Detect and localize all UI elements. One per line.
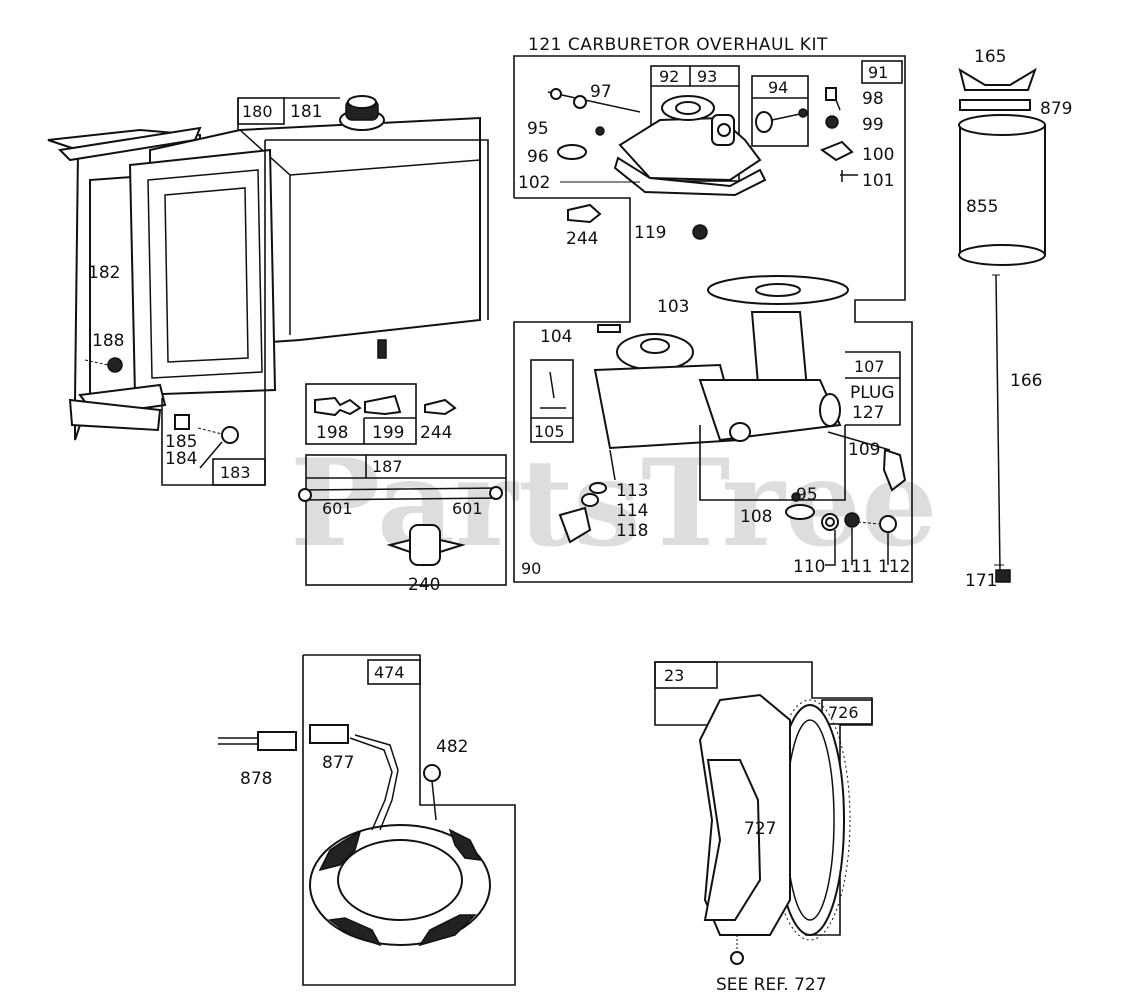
screw-184 bbox=[221, 426, 239, 444]
callout-box-105 bbox=[530, 359, 574, 443]
valve-199 bbox=[364, 394, 402, 416]
label-113: 113 bbox=[616, 481, 648, 501]
label-474: 474 bbox=[374, 663, 405, 682]
label-92: 92 bbox=[659, 67, 679, 86]
label-181: 181 bbox=[290, 102, 322, 122]
label-95-top: 95 bbox=[527, 119, 549, 139]
label-244-carb: 244 bbox=[566, 229, 598, 249]
label-103: 103 bbox=[657, 297, 689, 317]
label-187: 187 bbox=[372, 457, 403, 476]
label-112: 112 bbox=[878, 557, 910, 577]
throttle-plate-96 bbox=[557, 144, 587, 160]
label-171: 171 bbox=[965, 571, 997, 591]
label-118: 118 bbox=[616, 521, 648, 541]
label-879: 879 bbox=[1040, 99, 1072, 119]
label-877: 877 bbox=[322, 753, 354, 773]
label-102: 102 bbox=[518, 173, 550, 193]
nut-185 bbox=[174, 414, 190, 430]
label-184: 184 bbox=[165, 449, 197, 469]
label-727: 727 bbox=[744, 819, 776, 839]
fitting-244 bbox=[424, 398, 457, 416]
callout-box-187 bbox=[305, 454, 507, 586]
label-183: 183 bbox=[220, 463, 251, 482]
label-23: 23 bbox=[664, 666, 684, 685]
label-111: 111 bbox=[840, 557, 872, 577]
label-878: 878 bbox=[240, 769, 272, 789]
tank-frame bbox=[128, 148, 277, 397]
connector-877 bbox=[309, 724, 349, 744]
carburetor-callout-frame bbox=[513, 55, 913, 583]
label-90: 90 bbox=[521, 559, 541, 578]
label-114: 114 bbox=[616, 501, 648, 521]
fitting-198 bbox=[314, 396, 362, 417]
hose-clamp-601-right bbox=[489, 486, 503, 500]
screw-188 bbox=[107, 357, 123, 373]
alternator-group bbox=[218, 654, 516, 986]
label-855: 855 bbox=[966, 197, 998, 217]
label-100: 100 bbox=[862, 145, 894, 165]
label-165: 165 bbox=[974, 47, 1006, 67]
label-199: 199 bbox=[372, 423, 404, 443]
label-108: 108 bbox=[740, 507, 772, 527]
label-109: 109 bbox=[848, 440, 880, 460]
jet-118 bbox=[558, 506, 592, 544]
callout-box-183 bbox=[212, 458, 266, 486]
plug-127 bbox=[819, 393, 841, 427]
screw-see-ref bbox=[730, 951, 744, 965]
fuel-tank-group bbox=[47, 95, 489, 486]
label-98: 98 bbox=[862, 89, 884, 109]
label-99: 99 bbox=[862, 115, 884, 135]
cover-879 bbox=[959, 99, 1031, 111]
label-240: 240 bbox=[408, 575, 440, 595]
label-180: 180 bbox=[242, 102, 273, 121]
carburetor-kit-group: 121 CARBURETOR OVERHAUL KIT bbox=[513, 35, 913, 583]
label-182: 182 bbox=[88, 263, 120, 283]
label-101: 101 bbox=[862, 171, 894, 191]
rod-166 bbox=[995, 274, 1001, 571]
label-107: 107 bbox=[854, 357, 885, 376]
hose-clamp-601-left bbox=[298, 488, 312, 502]
callout-frame-474 bbox=[302, 654, 516, 986]
fitting-244-carb bbox=[567, 203, 602, 224]
label-601-right: 601 bbox=[452, 499, 483, 518]
label-93: 93 bbox=[697, 67, 717, 86]
callout-box-180 bbox=[237, 97, 285, 125]
label-94: 94 bbox=[768, 78, 788, 97]
filter-855 bbox=[959, 124, 1046, 256]
fuel-filter-240 bbox=[409, 524, 441, 566]
callout-box-198-199 bbox=[305, 383, 417, 445]
wing-nut-165 bbox=[958, 67, 1037, 91]
gasket-102 bbox=[613, 156, 767, 197]
label-97: 97 bbox=[590, 82, 612, 102]
carburetor-kit-title: 121 CARBURETOR OVERHAUL KIT bbox=[528, 35, 828, 55]
label-see-ref-727: SEE REF. 727 bbox=[716, 975, 827, 995]
part-labels: 165 879 855 166 171 91 92 93 94 95 96 97… bbox=[88, 47, 1072, 995]
label-119: 119 bbox=[634, 223, 666, 243]
label-244-line: 244 bbox=[420, 423, 452, 443]
label-127: 127 bbox=[852, 403, 884, 423]
label-96: 96 bbox=[527, 147, 549, 167]
label-726: 726 bbox=[828, 703, 859, 722]
watermark-text: PartsTree bbox=[290, 433, 937, 574]
label-105: 105 bbox=[534, 422, 565, 441]
connector-878 bbox=[257, 731, 297, 751]
fuel-line-group bbox=[298, 383, 507, 586]
nut-171 bbox=[995, 569, 1011, 583]
flywheel-group bbox=[654, 661, 873, 965]
label-166: 166 bbox=[1010, 371, 1042, 391]
label-185: 185 bbox=[165, 432, 197, 452]
label-91: 91 bbox=[868, 63, 888, 82]
label-104: 104 bbox=[540, 327, 572, 347]
right-side-parts bbox=[958, 67, 1046, 583]
label-plug: PLUG bbox=[850, 383, 895, 403]
screw-119 bbox=[692, 224, 708, 240]
label-198: 198 bbox=[316, 423, 348, 443]
label-110: 110 bbox=[793, 557, 825, 577]
label-601-left: 601 bbox=[322, 499, 353, 518]
label-95-bottom: 95 bbox=[796, 485, 818, 505]
label-188: 188 bbox=[92, 331, 124, 351]
bolt-482 bbox=[423, 764, 441, 782]
label-482: 482 bbox=[436, 737, 468, 757]
